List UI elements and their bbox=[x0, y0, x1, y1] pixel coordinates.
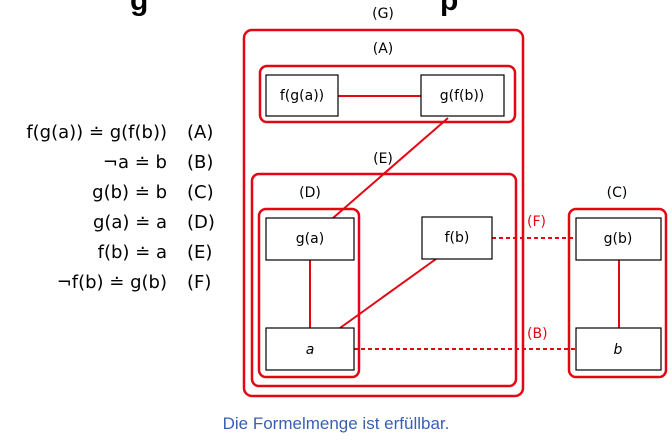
formula-row-d: g(a) ≐ a (D) bbox=[0, 208, 230, 238]
formula-tag: (C) bbox=[187, 182, 214, 203]
formula-row-b: ¬a ≐ b (B) bbox=[0, 148, 230, 178]
group-d-box bbox=[257, 207, 361, 379]
formula-row-c: g(b) ≐ b (C) bbox=[0, 178, 230, 208]
footer-caption: Die Formelmenge ist erfüllbar. bbox=[222, 414, 450, 433]
formula-text: f(b) ≐ a bbox=[97, 242, 167, 263]
node-gfb: g(f(b)) bbox=[420, 74, 505, 117]
node-fga: f(g(a)) bbox=[265, 74, 339, 117]
title-fragment-left: g bbox=[130, 0, 149, 17]
group-d-label: (D) bbox=[299, 185, 321, 201]
formula-tag: (E) bbox=[187, 242, 213, 263]
formula-row-f: ¬f(b) ≐ g(b) (F) bbox=[0, 268, 230, 298]
node-label: g(f(b)) bbox=[440, 88, 485, 104]
node-label: f(g(a)) bbox=[280, 88, 324, 104]
edge-label-b: (B) bbox=[527, 326, 548, 342]
edge-label-f: (F) bbox=[527, 214, 546, 230]
node-label: g(a) bbox=[296, 231, 324, 247]
group-g-box bbox=[242, 28, 525, 398]
group-g-label: (G) bbox=[372, 6, 394, 22]
title-fragment-right: p bbox=[440, 0, 459, 17]
group-a-label: (A) bbox=[373, 41, 394, 57]
group-c-box bbox=[567, 207, 668, 379]
node-b: b bbox=[575, 327, 662, 371]
formula-tag: (D) bbox=[187, 212, 215, 233]
formula-text: ¬f(b) ≐ g(b) bbox=[56, 272, 167, 293]
node-ga: g(a) bbox=[265, 217, 355, 261]
formula-tag: (F) bbox=[187, 272, 212, 293]
node-label: b bbox=[614, 342, 623, 358]
group-e-label: (E) bbox=[373, 151, 393, 167]
formula-text: g(a) ≐ a bbox=[92, 212, 167, 233]
node-label: g(b) bbox=[604, 231, 633, 247]
node-gb: g(b) bbox=[575, 217, 662, 261]
node-label: a bbox=[306, 342, 315, 358]
formula-text: g(b) ≐ b bbox=[92, 182, 167, 203]
formula-tag: (A) bbox=[187, 122, 214, 143]
formula-row-a: f(g(a)) ≐ g(f(b)) (A) bbox=[0, 118, 230, 148]
formula-text: f(g(a)) ≐ g(f(b)) bbox=[26, 122, 167, 143]
group-a-box bbox=[258, 64, 517, 124]
edge-fb-a bbox=[339, 258, 437, 329]
formula-text: ¬a ≐ b bbox=[102, 152, 167, 173]
edge-gfb-ga bbox=[332, 117, 449, 219]
node-fb: f(b) bbox=[421, 216, 493, 260]
formula-row-e: f(b) ≐ a (E) bbox=[0, 238, 230, 268]
group-c-label: (C) bbox=[607, 185, 628, 201]
node-label: f(b) bbox=[445, 230, 470, 246]
node-a: a bbox=[265, 327, 355, 371]
formula-tag: (B) bbox=[187, 152, 214, 173]
